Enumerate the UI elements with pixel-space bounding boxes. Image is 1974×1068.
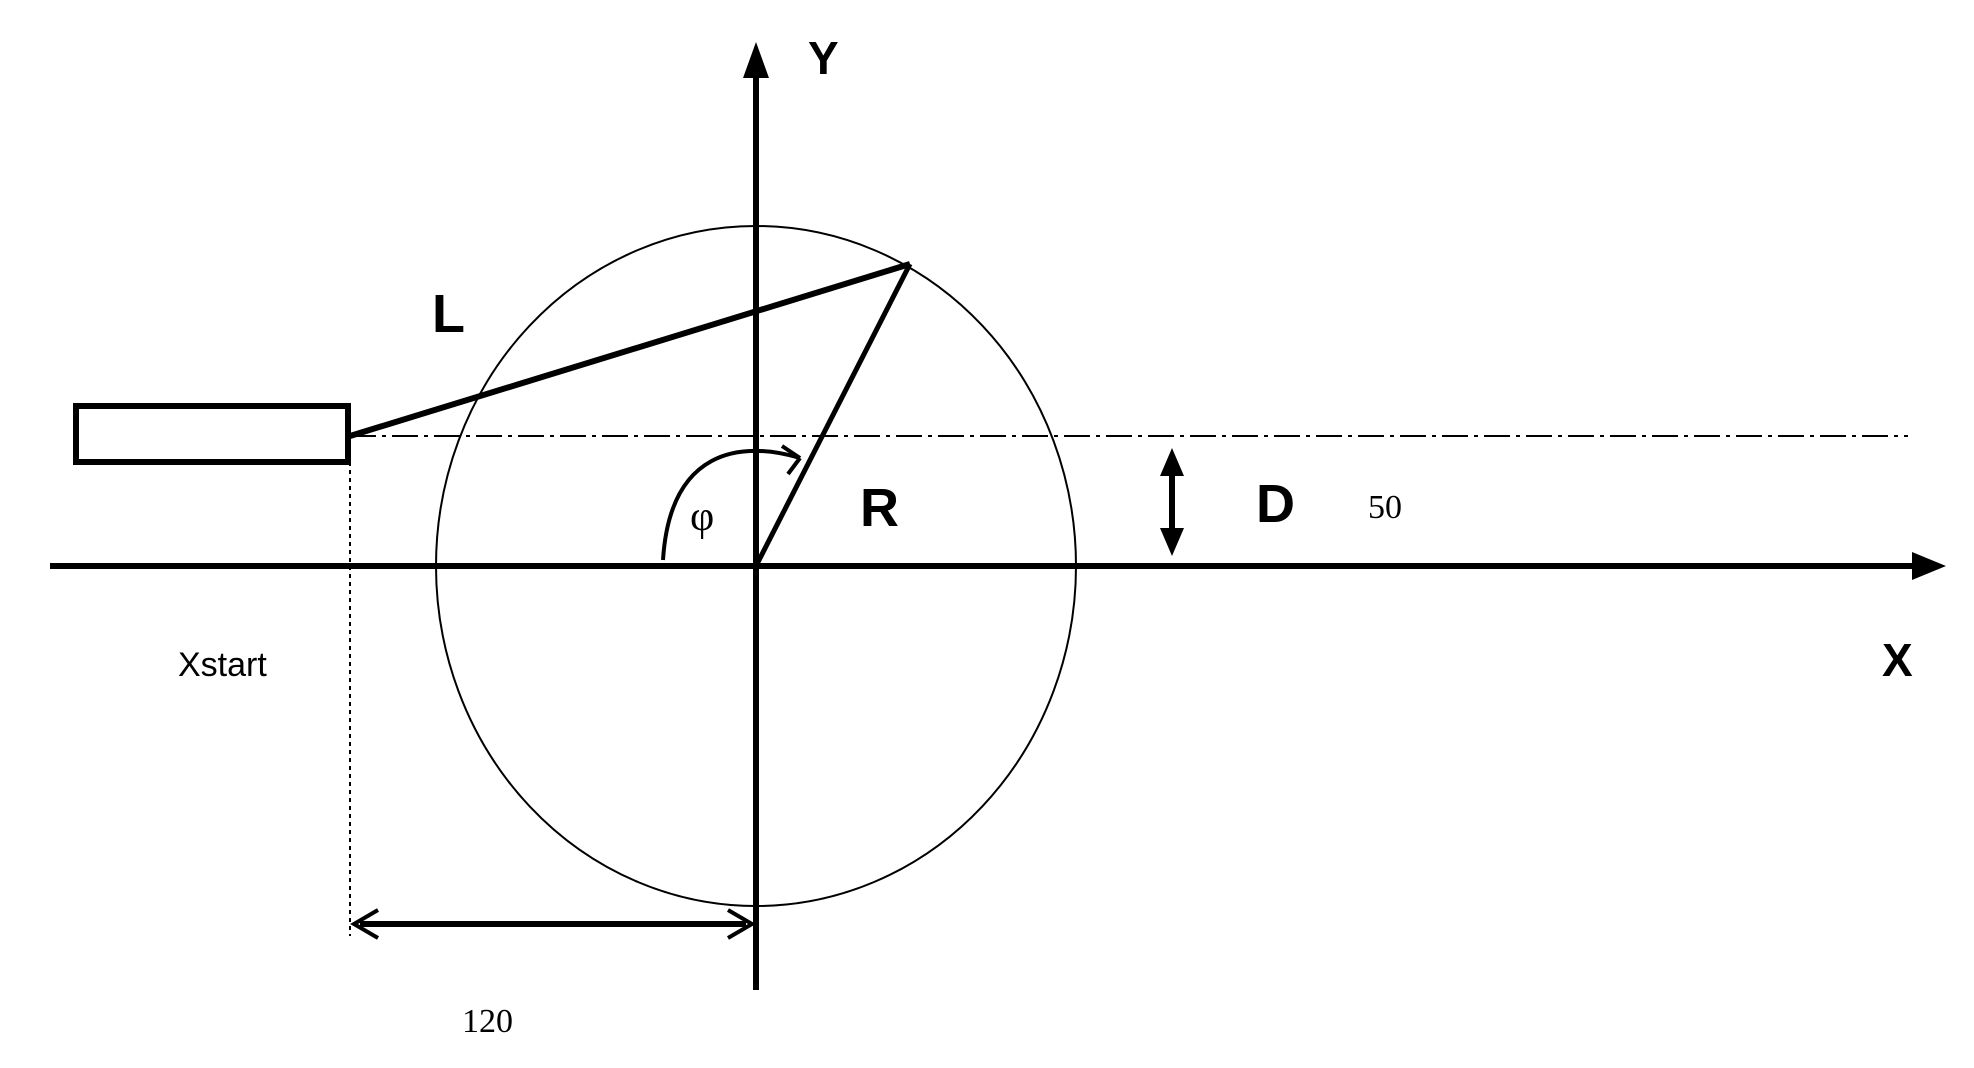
offset-arrow-bottom <box>1160 528 1184 556</box>
xstart-label: Xstart <box>178 646 267 684</box>
connecting-rod <box>349 261 911 439</box>
distance-arrow-left <box>350 908 380 940</box>
angle-label: φ <box>690 494 714 540</box>
x-axis-arrowhead <box>1912 552 1946 580</box>
y-axis-label: Y <box>808 32 839 84</box>
offset-value-label: 50 <box>1368 489 1402 526</box>
offset-arrow-top <box>1160 448 1184 476</box>
radius-label: R <box>860 478 899 538</box>
angle-arc-arrowhead <box>780 444 802 476</box>
distance-value-label: 120 <box>462 1003 513 1040</box>
offset-label: D <box>1256 474 1295 534</box>
y-axis-arrowhead <box>743 42 769 78</box>
length-label: L <box>432 284 465 344</box>
crank-arm <box>753 262 913 568</box>
distance-arrow-right <box>726 908 756 940</box>
angle-arc <box>661 448 801 561</box>
slider-block <box>73 403 351 465</box>
x-axis-label: X <box>1882 634 1913 686</box>
